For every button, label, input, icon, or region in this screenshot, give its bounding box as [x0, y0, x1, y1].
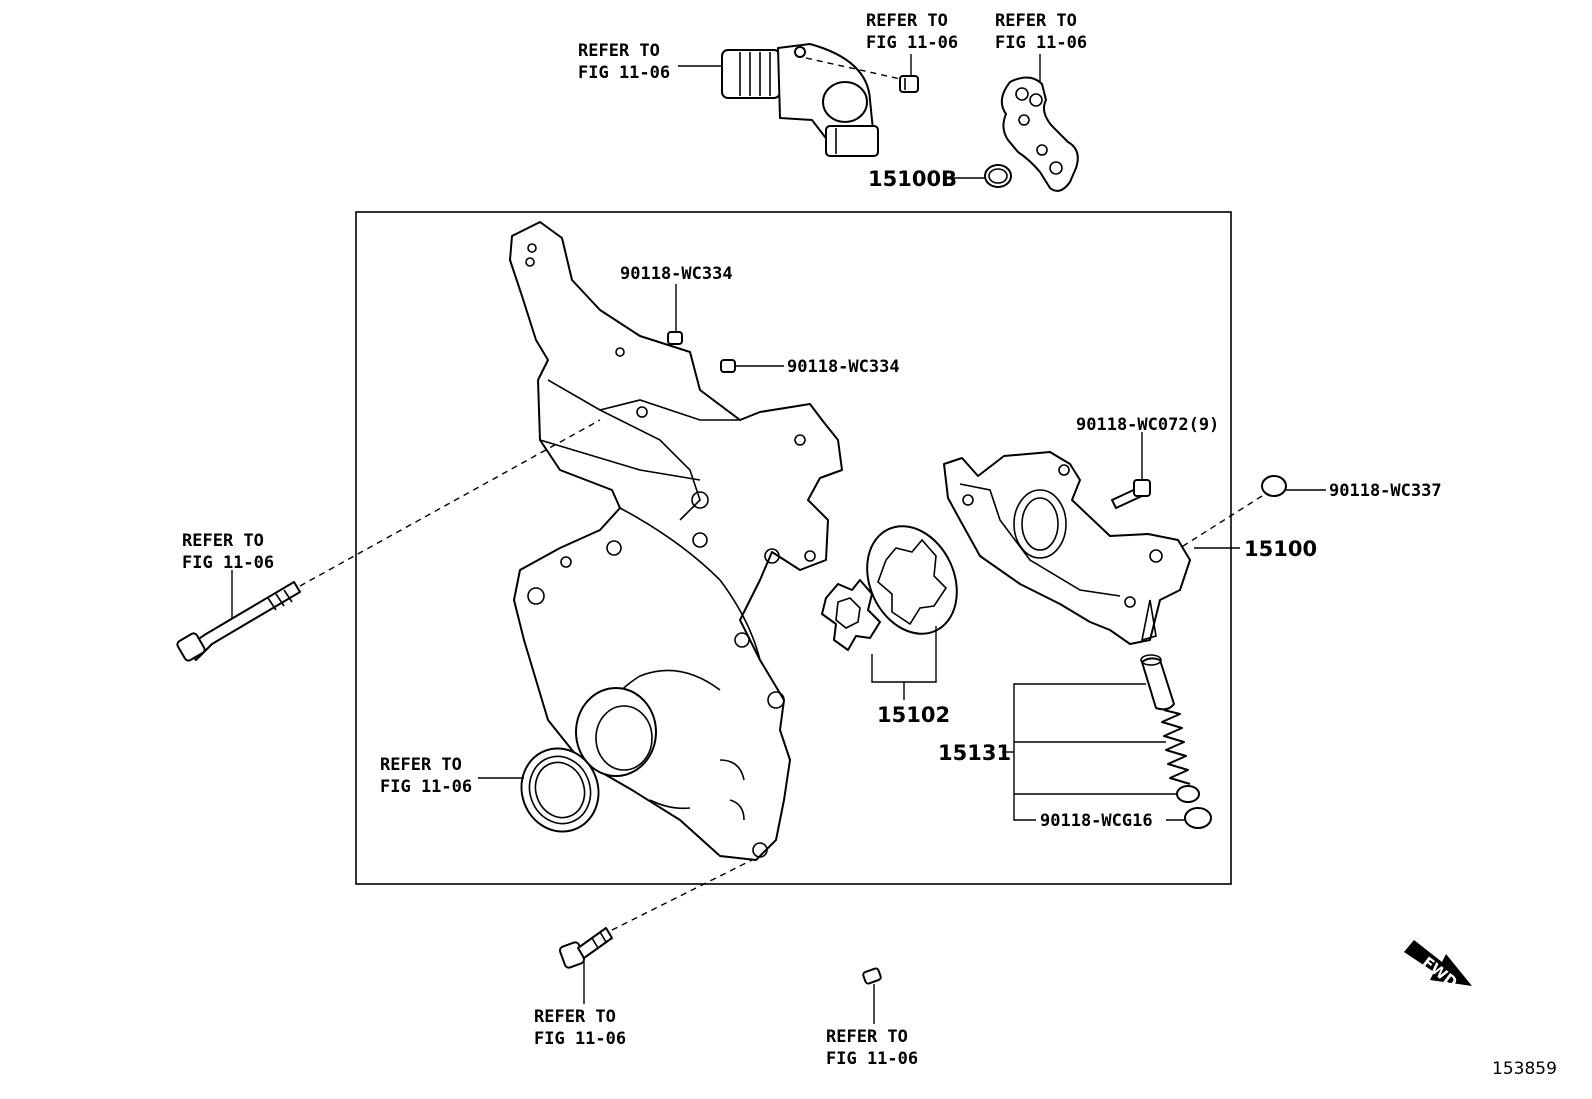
part-90118-wcg16-label: 90118-WCG16	[1040, 811, 1153, 831]
bottom-dowel	[862, 967, 882, 985]
refer-longbolt-line1: REFER TO	[182, 531, 264, 551]
fwd-arrow-icon: FWD	[1404, 940, 1472, 992]
dash-wc337	[1179, 495, 1263, 549]
crank-oil-seal	[520, 747, 600, 833]
illustration-id: 153859	[1492, 1059, 1557, 1079]
refer-bottombolt-line2: FIG 11-06	[534, 1029, 626, 1049]
part-90118-wc337-label: 90118-WC337	[1329, 481, 1442, 501]
part-90118-wc334-b-label: 90118-WC334	[787, 357, 900, 377]
refer-longbolt-line2: FIG 11-06	[182, 553, 274, 573]
refer-bottombolt-line1: REFER TO	[534, 1007, 616, 1027]
dowel-pin-b	[720, 359, 736, 373]
dash-long-bolt	[299, 419, 601, 587]
refer-dowel-line1: REFER TO	[826, 1027, 908, 1047]
relief-valve-spring	[1161, 709, 1191, 785]
refer-bolt-line2: FIG 11-06	[866, 33, 958, 53]
bracket-15131	[1013, 683, 1146, 821]
dowel-pin-a	[667, 331, 683, 345]
refer-bolt-line1: REFER TO	[866, 11, 948, 31]
refer-ocv-line2: FIG 11-06	[578, 63, 670, 83]
snap-ring-wcg16	[1184, 807, 1212, 829]
timing-chain-cover	[509, 221, 843, 861]
part-15100b-label: 15100B	[868, 167, 957, 191]
long-bolt	[176, 581, 301, 662]
fwd-label: FWD	[1419, 953, 1461, 991]
inner-rotor	[821, 579, 881, 651]
ocv-bolt	[899, 75, 919, 93]
refer-seal-line1: REFER TO	[380, 755, 462, 775]
refer-ocv-line1: REFER TO	[578, 41, 660, 61]
refer-gasket-line2: FIG 11-06	[995, 33, 1087, 53]
oil-pump-cover	[943, 451, 1191, 645]
refer-dowel-line2: FIG 11-06	[826, 1049, 918, 1069]
dash-bottom-bolt	[611, 859, 753, 931]
part-90118-wc072-label: 90118-WC072(9)	[1076, 415, 1219, 435]
pump-cover-screw	[1111, 479, 1151, 509]
refer-gasket-line1: REFER TO	[995, 11, 1077, 31]
spring-seat	[1176, 785, 1200, 803]
bottom-bolt	[558, 927, 613, 969]
part-15102-label: 15102	[877, 703, 950, 727]
dash-ocv-bolt	[805, 57, 906, 81]
oil-control-valve	[721, 43, 879, 157]
o-ring-wc337	[1261, 475, 1287, 497]
part-15131-label: 15131	[938, 741, 1011, 765]
ocv-gasket	[1000, 76, 1079, 192]
part-15100-label: 15100	[1244, 537, 1317, 561]
part-90118-wc334-a-label: 90118-WC334	[620, 264, 733, 284]
relief-valve-plunger	[1140, 654, 1175, 711]
refer-seal-line2: FIG 11-06	[380, 777, 472, 797]
